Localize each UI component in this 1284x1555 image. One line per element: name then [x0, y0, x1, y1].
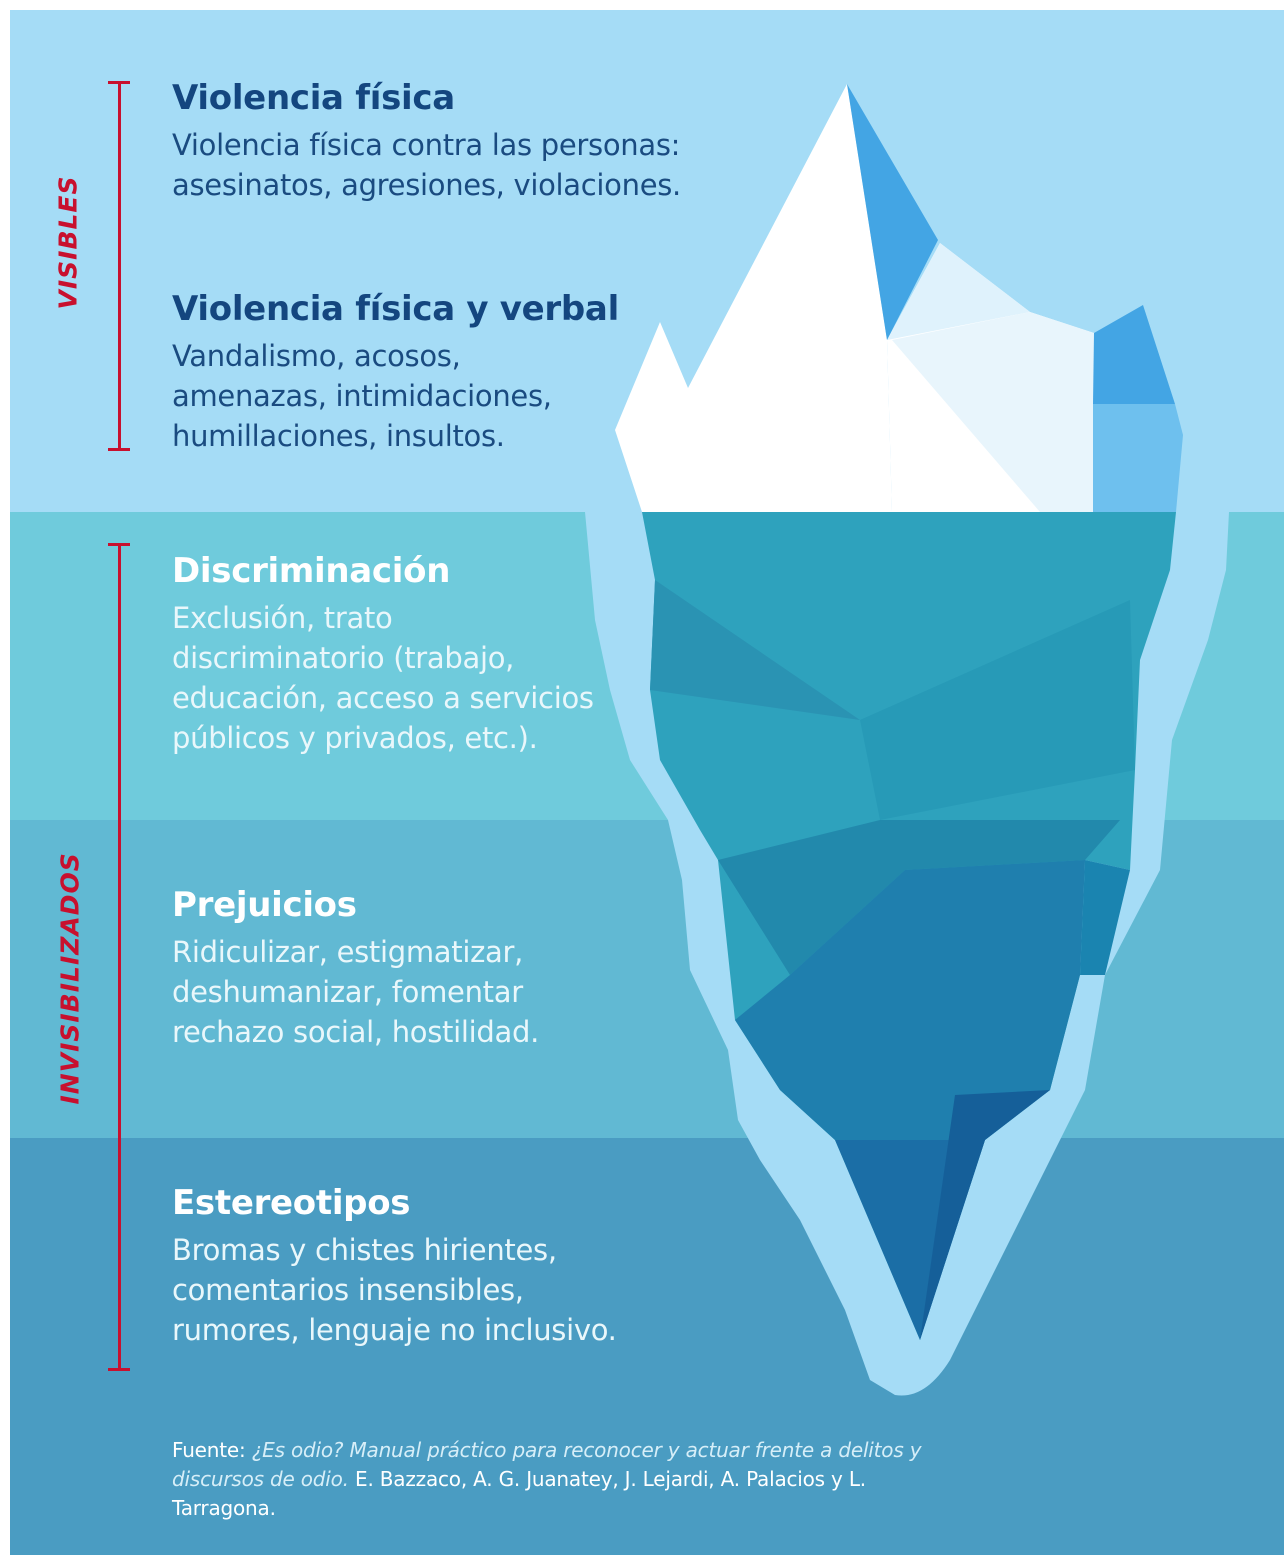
- level-title: Estereotipos: [172, 1183, 411, 1223]
- level-physical-violence: Violencia física Violencia física contra…: [172, 78, 681, 205]
- iceberg-facet-a: [650, 580, 860, 720]
- level-physical-verbal-violence: Violencia física y verbal Vandalismo, ac…: [172, 289, 619, 456]
- iceberg-right-facet-lower: [1093, 404, 1183, 512]
- source-title: ¿Es odio? Manual práctico para reconocer…: [172, 1438, 922, 1491]
- source-citation: Fuente: ¿Es odio? Manual práctico para r…: [172, 1436, 932, 1523]
- hidden-bracket-cap-top: [108, 543, 130, 546]
- level-title: Violencia física y verbal: [172, 289, 619, 329]
- visible-bracket-cap-top: [108, 81, 130, 84]
- iceberg-facet-g: [1080, 860, 1130, 975]
- level-title: Violencia física: [172, 78, 455, 118]
- level-prejudice: Prejuicios Ridiculizar, estigmatizar, de…: [172, 885, 539, 1052]
- iceberg-facet-f: [920, 1090, 1050, 1340]
- level-description: Vandalismo, acosos, amenazas, intimidaci…: [172, 338, 552, 453]
- iceberg-facet-blue: [847, 84, 938, 340]
- level-description: Violencia física contra las personas: as…: [172, 127, 681, 202]
- iceberg-facet-b: [860, 600, 1135, 820]
- iceberg-facet-d: [735, 860, 1085, 1140]
- iceberg-right-facet: [1093, 305, 1175, 404]
- iceberg-facet-pale: [892, 312, 1094, 512]
- visible-label: VISIBLES: [53, 175, 83, 310]
- hidden-bracket: [118, 544, 121, 1370]
- level-discrimination: Discriminación Exclusión, trato discrimi…: [172, 551, 594, 758]
- level-title: Discriminación: [172, 551, 451, 591]
- source-authors: E. Bazzaco, A. G. Juanatey, J. Lejardi, …: [172, 1467, 866, 1520]
- visible-bracket: [118, 82, 121, 450]
- level-description: Bromas y chistes hirientes, comentarios …: [172, 1232, 617, 1347]
- level-description: Exclusión, trato discriminatorio (trabaj…: [172, 600, 594, 755]
- hidden-bracket-cap-bottom: [108, 1368, 130, 1371]
- iceberg-facet-c: [718, 820, 1120, 975]
- level-description: Ridiculizar, estigmatizar, deshumanizar,…: [172, 934, 540, 1049]
- level-title: Prejuicios: [172, 885, 357, 925]
- source-label: Fuente:: [172, 1438, 246, 1462]
- visible-bracket-cap-bottom: [108, 448, 130, 451]
- level-stereotypes: Estereotipos Bromas y chistes hirientes,…: [172, 1183, 617, 1350]
- hidden-label: INVISIBILIZADOS: [55, 852, 85, 1105]
- stereotype-band: [10, 1138, 1284, 1555]
- iceberg-peak: [615, 84, 892, 512]
- iceberg-facet-light: [887, 243, 1030, 340]
